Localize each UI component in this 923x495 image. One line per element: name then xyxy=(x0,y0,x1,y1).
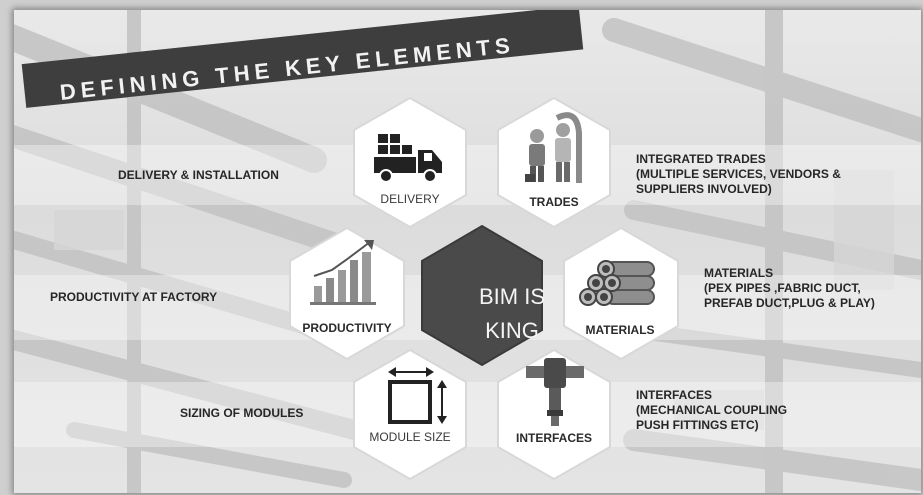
label-sizing-modules: SIZING OF MODULES xyxy=(180,406,304,420)
hex-label-productivity: PRODUCTIVITY xyxy=(302,321,392,335)
label-productivity-factory: PRODUCTIVITY AT FACTORY xyxy=(50,290,218,304)
label-materials: MATERIALS (PEX PIPES ,FABRIC DUCT, PREFA… xyxy=(704,266,875,310)
bar-chart-icon xyxy=(310,240,376,305)
hex-center-bim xyxy=(421,224,543,367)
label-integrated-trades: INTEGRATED TRADES (MULTIPLE SERVICES, VE… xyxy=(636,152,841,196)
hex-label-delivery: DELIVERY xyxy=(380,192,440,206)
workers-icon xyxy=(525,112,582,183)
center-title: BIM IS KING xyxy=(479,280,545,348)
pipe-fitting-icon xyxy=(526,358,584,426)
label-delivery-installation: DELIVERY & INSTALLATION xyxy=(118,168,279,182)
hex-label-interfaces: INTERFACES xyxy=(515,431,593,445)
hex-label-module-size: MODULE SIZE xyxy=(369,430,451,444)
label-interfaces: INTERFACES (MECHANICAL COUPLING PUSH FIT… xyxy=(636,388,788,432)
center-line-1: BIM IS xyxy=(478,284,546,309)
hex-trades xyxy=(497,96,611,229)
hex-module-size xyxy=(353,348,467,481)
delivery-truck-icon xyxy=(374,134,442,183)
hex-label-trades: TRADES xyxy=(529,195,579,209)
hex-productivity xyxy=(289,226,405,361)
hexagon-grid xyxy=(289,96,679,481)
hex-label-materials: MATERIALS xyxy=(585,323,655,337)
center-line-2: KING xyxy=(485,318,539,343)
slide: DEFINING THE KEY ELEMENTS DELIVERY xyxy=(14,10,921,493)
pipes-icon xyxy=(579,260,655,306)
dimension-box-icon xyxy=(388,367,447,424)
